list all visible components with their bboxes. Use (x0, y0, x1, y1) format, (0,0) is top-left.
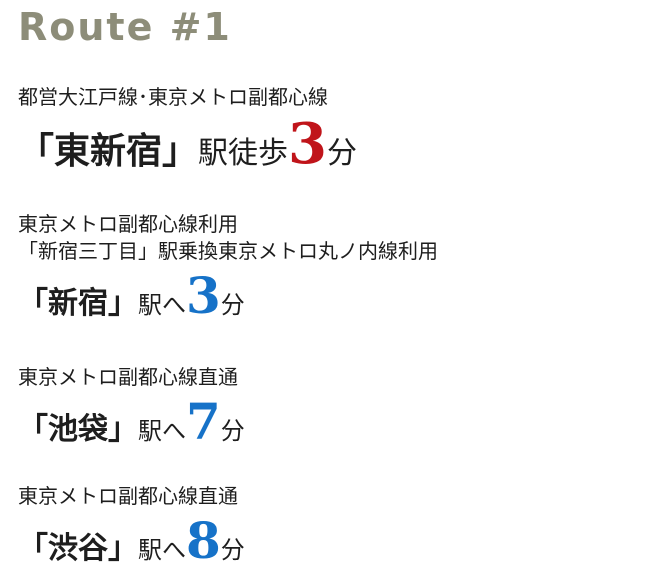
minutes-unit: 分 (220, 417, 245, 445)
station-name: 「東新宿」 (18, 130, 199, 172)
travel-minutes: 3 (288, 111, 327, 177)
route-heading: Route #1 (18, 5, 232, 49)
station-name: 「渋谷」 (18, 531, 138, 566)
route-suffix: 駅へ (138, 291, 186, 319)
minutes-unit: 分 (326, 136, 357, 171)
route-destination: 「池袋」駅へ7分 (18, 395, 638, 458)
travel-minutes: 7 (186, 392, 221, 451)
route-item-ikebukuro: 東京メトロ副都心線直通 「池袋」駅へ7分 (18, 364, 638, 458)
route-suffix: 駅へ (138, 536, 186, 564)
route-line-description: 東京メトロ副都心線直通 (18, 365, 238, 389)
route-item-shinjuku: 東京メトロ副都心線利用 「新宿三丁目」駅乗換東京メトロ丸ノ内線利用 「新宿」駅へ… (18, 211, 638, 332)
minutes-unit: 分 (220, 291, 245, 319)
route-line-description-transfer: 「新宿三丁目」駅乗換東京メトロ丸ノ内線利用 (18, 239, 438, 263)
station-name: 「新宿」 (18, 286, 138, 321)
route-item-higashi-shinjuku: 都営大江戸線･東京メトロ副都心線 「東新宿」駅徒歩3分 (18, 84, 638, 183)
travel-minutes: 3 (186, 266, 221, 325)
route-line-description: 都営大江戸線･東京メトロ副都心線 (18, 85, 328, 109)
minutes-unit: 分 (220, 536, 245, 564)
route-destination: 「渋谷」駅へ8分 (18, 514, 638, 577)
station-name: 「池袋」 (18, 412, 138, 447)
route-destination: 「新宿」駅へ3分 (18, 269, 638, 332)
route-destination: 「東新宿」駅徒歩3分 (18, 115, 638, 183)
travel-minutes: 8 (186, 511, 221, 570)
route-line-description: 東京メトロ副都心線直通 (18, 484, 238, 508)
route-item-shibuya: 東京メトロ副都心線直通 「渋谷」駅へ8分 (18, 483, 638, 577)
route-line-description: 東京メトロ副都心線利用 (18, 212, 238, 236)
route-suffix: 駅へ (138, 417, 186, 445)
route-suffix: 駅徒歩 (198, 136, 289, 171)
